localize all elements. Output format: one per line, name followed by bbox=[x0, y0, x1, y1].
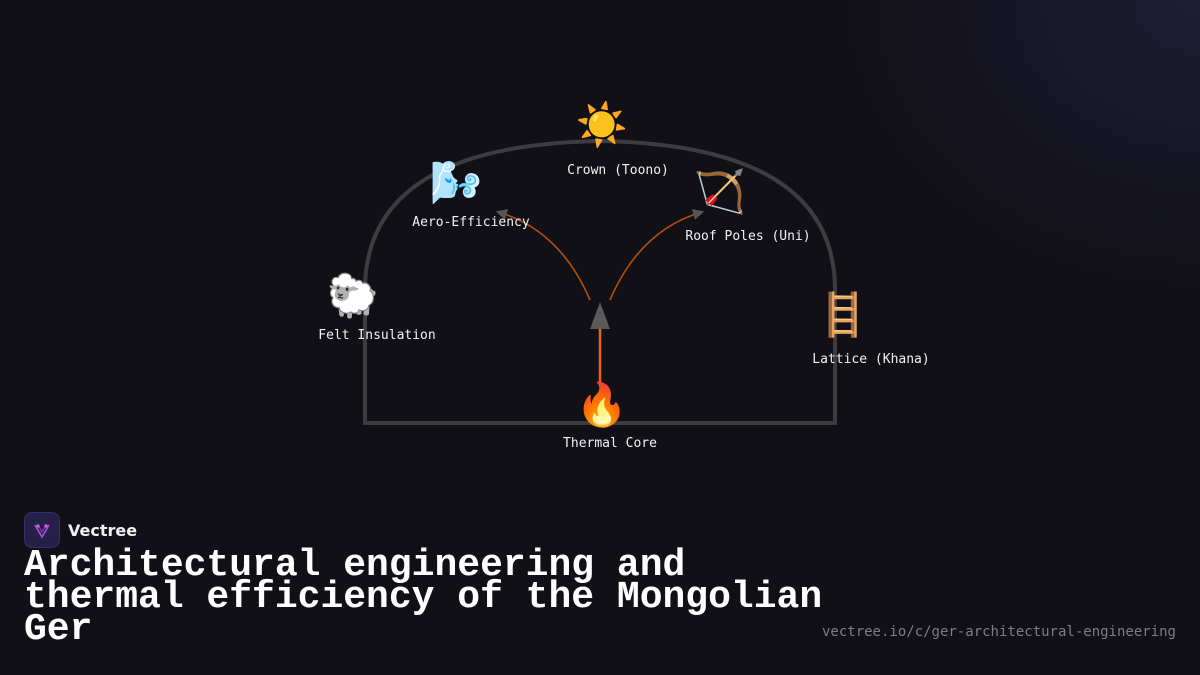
node-label-crown: Crown (Toono) bbox=[567, 163, 669, 178]
flow-to-poles bbox=[609, 209, 705, 301]
thermal-arrowhead bbox=[590, 302, 610, 329]
brand: Vectree bbox=[24, 512, 137, 548]
node-label-poles: Roof Poles (Uni) bbox=[685, 229, 811, 244]
flow-to-aero bbox=[495, 209, 591, 301]
page-title: Architectural engineering and thermal ef… bbox=[24, 544, 823, 651]
ger-outline bbox=[363, 138, 837, 425]
ladder-icon: 🪜 bbox=[816, 290, 870, 339]
wind-face-icon: 🌬️ bbox=[429, 158, 483, 207]
node-label-thermal: Thermal Core bbox=[563, 436, 657, 451]
sun-icon: ☀️ bbox=[575, 100, 629, 149]
node-label-felt: Felt Insulation bbox=[318, 328, 436, 343]
node-label-lattice: Lattice (Khana) bbox=[812, 352, 930, 367]
brand-name: Vectree bbox=[68, 520, 138, 540]
fire-icon: 🔥 bbox=[575, 380, 629, 429]
node-label-aero: Aero-Efficiency bbox=[412, 215, 530, 230]
sheep-icon: 🐑 bbox=[326, 271, 380, 320]
bow-and-arrow-icon: 🏹 bbox=[693, 167, 747, 216]
source-url: vectree.io/c/ger-architectural-engineeri… bbox=[821, 624, 1176, 640]
vectree-logo-icon bbox=[24, 512, 60, 548]
